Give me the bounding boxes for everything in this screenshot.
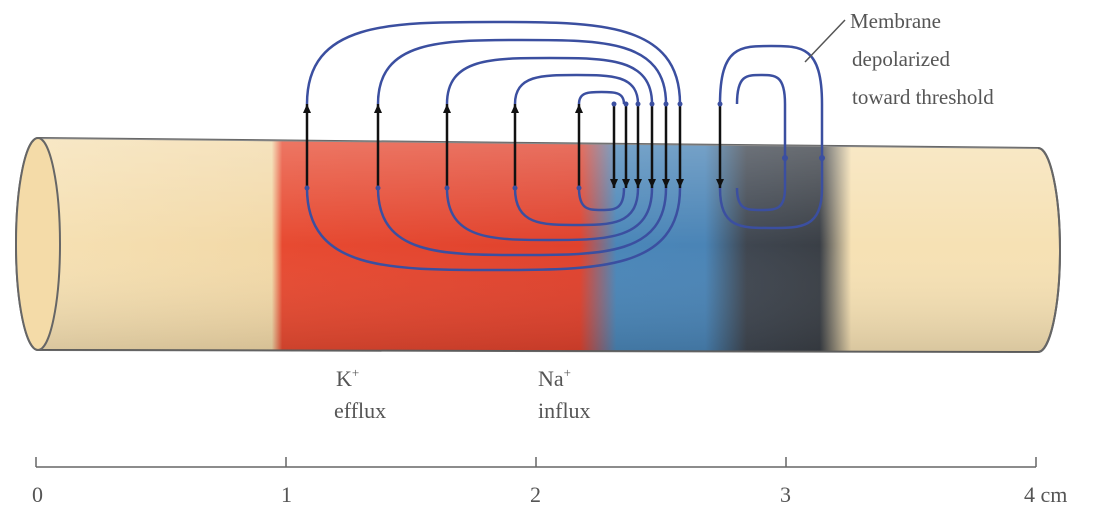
current-loop <box>305 20 682 272</box>
current-junction-dot <box>611 101 617 107</box>
current-junction-dot <box>649 101 655 107</box>
axon-cylinder <box>15 136 1061 354</box>
na-influx-word: influx <box>538 398 591 423</box>
k-efflux-word: efflux <box>334 398 386 423</box>
scale-tick-label: 2 <box>530 482 541 507</box>
current-junction-dot <box>444 185 450 191</box>
current-junction-dot <box>677 101 683 107</box>
current-junction-dot <box>623 101 629 107</box>
annotation-line-1: Membrane <box>850 9 941 33</box>
na-influx-label: Na+ influx <box>538 365 591 423</box>
upward-arrow-icon <box>303 104 311 113</box>
upward-arrow-icon <box>374 104 382 113</box>
current-junction-dot <box>663 101 669 107</box>
downward-arrow-icon <box>716 179 724 188</box>
na-ion-charge: + <box>564 365 571 380</box>
upward-arrow-icon <box>443 104 451 113</box>
svg-text:K+: K+ <box>336 365 359 391</box>
current-junction-dot <box>512 185 518 191</box>
forward-loop-marker <box>782 155 788 161</box>
k-ion-symbol: K <box>336 366 352 391</box>
k-ion-charge: + <box>352 365 359 380</box>
current-loop <box>513 73 640 227</box>
scale-bar: 0 1 2 3 4 cm <box>32 457 1067 507</box>
current-loop <box>376 38 668 257</box>
downward-arrow-icon <box>676 179 684 188</box>
annotation-line-3: toward threshold <box>852 85 994 109</box>
forward-loop-marker <box>819 155 825 161</box>
current-junction-dot <box>717 101 723 107</box>
annotation-line-2: depolarized <box>852 47 950 71</box>
current-loop <box>445 56 654 242</box>
current-junction-dot <box>304 185 310 191</box>
scale-tick-label: 4 cm <box>1024 482 1067 507</box>
scale-tick-label: 0 <box>32 482 43 507</box>
forward-current-loop <box>735 73 787 212</box>
upward-arrow-icon <box>575 104 583 113</box>
axon-shading <box>16 138 1060 352</box>
current-loops <box>305 20 824 272</box>
current-junction-dot <box>576 185 582 191</box>
downward-arrow-icon <box>648 179 656 188</box>
current-loop <box>577 90 626 212</box>
downward-arrow-icon <box>634 179 642 188</box>
axon-right-edge <box>1037 147 1061 353</box>
downward-arrow-icon <box>610 179 618 188</box>
svg-text:Na+: Na+ <box>538 365 571 391</box>
current-junction-dot <box>375 185 381 191</box>
current-junction-dot <box>635 101 641 107</box>
k-efflux-label: K+ efflux <box>334 365 386 423</box>
scale-tick-label: 1 <box>281 482 292 507</box>
forward-current-loop <box>718 44 824 230</box>
downward-arrow-icon <box>662 179 670 188</box>
axon-end-cap <box>15 137 61 351</box>
na-ion-symbol: Na <box>538 366 564 391</box>
downward-arrow-icon <box>622 179 630 188</box>
upward-arrow-icon <box>511 104 519 113</box>
current-arrows <box>303 101 825 191</box>
scale-tick-label: 3 <box>780 482 791 507</box>
annotation-leader-line <box>804 19 846 63</box>
